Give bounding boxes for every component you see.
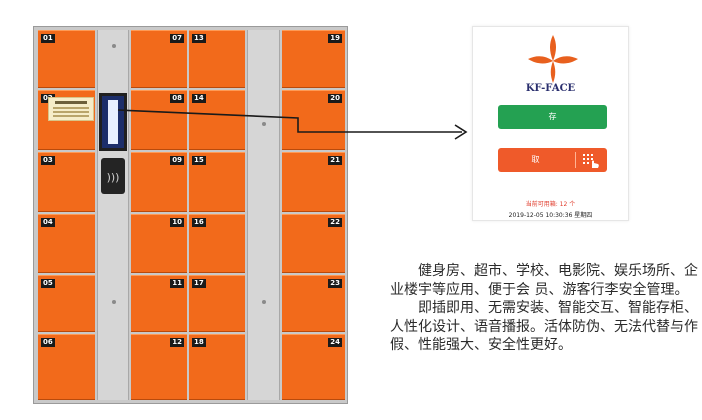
- locker-door-10[interactable]: 10: [131, 214, 187, 273]
- door-number: 20: [328, 94, 342, 103]
- locker-door-06[interactable]: 06: [38, 334, 95, 400]
- locker-door-15[interactable]: 15: [189, 152, 245, 212]
- locker-door-05[interactable]: 05: [38, 275, 95, 332]
- lock-knob: [262, 300, 266, 304]
- locker-door-14[interactable]: 14: [189, 90, 245, 150]
- locker-door-17[interactable]: 17: [189, 275, 245, 332]
- locker-door-18[interactable]: 18: [189, 334, 245, 400]
- locker-door-23[interactable]: 23: [282, 275, 345, 332]
- product-description: 健身房、超市、学校、电影院、娱乐场所、企业楼宇等应用、便于会 员、游客行李安全管…: [390, 262, 702, 355]
- kf-face-logo-icon: [528, 35, 578, 83]
- locker-door-03[interactable]: 03: [38, 152, 95, 212]
- locker-door-09[interactable]: 09: [131, 152, 187, 212]
- locker-door-24[interactable]: 24: [282, 334, 345, 400]
- locker-app-screen: KF-FACE 存 取 当前可用箱: 12 个 2019-12-05 10:30…: [472, 26, 629, 221]
- locker-door-16[interactable]: 16: [189, 214, 245, 273]
- door-number: 22: [328, 218, 342, 227]
- locker-door-04[interactable]: 04: [38, 214, 95, 273]
- door-number: 04: [41, 218, 55, 227]
- door-number: 07: [170, 34, 184, 43]
- locker-door-12[interactable]: 12: [131, 334, 187, 400]
- lock-knob: [262, 122, 266, 126]
- door-number: 08: [170, 94, 184, 103]
- door-number: 02: [41, 94, 55, 103]
- door-number: 21: [328, 156, 342, 165]
- locker-door-01[interactable]: 01: [38, 30, 95, 88]
- take-button-label: 取: [531, 155, 540, 164]
- date-time: 2019-12-05 10:30:36 星期四: [508, 212, 593, 219]
- door-number: 01: [41, 34, 55, 43]
- locker-door-07[interactable]: 07: [131, 30, 187, 88]
- door-number: 10: [170, 218, 184, 227]
- available-count: 当前可用箱: 12 个: [525, 201, 576, 208]
- control-panel-column: [97, 30, 129, 400]
- locker-door-22[interactable]: 22: [282, 214, 345, 273]
- door-number: 05: [41, 279, 55, 288]
- description-paragraph-2: 即插即用、无需安装、智能交互、智能存柜、人性化设计、语音播报。活体防伪、无法代替…: [390, 300, 698, 353]
- brand-name: KF-FACE: [525, 83, 576, 94]
- locker-door-19[interactable]: 19: [282, 30, 345, 88]
- locker-door-21[interactable]: 21: [282, 152, 345, 212]
- button-divider: [575, 152, 576, 168]
- take-button[interactable]: 取: [498, 148, 607, 172]
- lock-knob: [112, 300, 116, 304]
- screen-display: [108, 100, 118, 144]
- locker-door-08[interactable]: 08: [131, 90, 187, 150]
- door-number: 23: [328, 279, 342, 288]
- door-number: 13: [192, 34, 206, 43]
- usage-notice-left: [48, 97, 94, 121]
- door-number: 09: [170, 156, 184, 165]
- door-number: 12: [170, 338, 184, 347]
- keypad-tap-icon: [583, 154, 599, 168]
- locker-door-13[interactable]: 13: [189, 30, 245, 88]
- door-number: 18: [192, 338, 206, 347]
- lock-knob: [112, 44, 116, 48]
- door-number: 17: [192, 279, 206, 288]
- door-number: 16: [192, 218, 206, 227]
- store-button[interactable]: 存: [498, 105, 607, 129]
- door-number: 19: [328, 34, 342, 43]
- door-number: 15: [192, 156, 206, 165]
- locker-door-20[interactable]: 20: [282, 90, 345, 150]
- description-paragraph-1: 健身房、超市、学校、电影院、娱乐场所、企业楼宇等应用、便于会 员、游客行李安全管…: [390, 263, 698, 298]
- nfc-icon: ))): [106, 171, 120, 184]
- door-number: 06: [41, 338, 55, 347]
- storage-column: [247, 30, 280, 400]
- touch-screen[interactable]: [99, 93, 127, 151]
- door-number: 11: [170, 279, 184, 288]
- locker-cabinet: 01 02 03 04 05 06 ))) 07 08 09: [33, 26, 348, 404]
- door-number: 03: [41, 156, 55, 165]
- door-number: 14: [192, 94, 206, 103]
- locker-door-11[interactable]: 11: [131, 275, 187, 332]
- door-number: 24: [328, 338, 342, 347]
- face-scanner[interactable]: ))): [101, 158, 125, 194]
